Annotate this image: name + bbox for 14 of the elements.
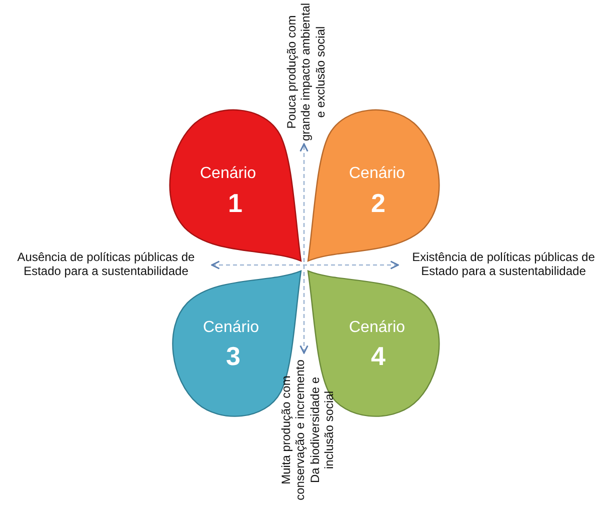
scenario-label: Cenário: [203, 320, 260, 336]
scenario-number: 1: [228, 190, 242, 216]
axis-arrow: [300, 143, 308, 354]
scenario-number: 2: [371, 190, 386, 216]
axis-arrow: [211, 260, 399, 270]
scenario-label: Cenário: [200, 166, 256, 182]
scenario-number: 3: [226, 343, 240, 369]
scenario-number: 4: [371, 343, 386, 369]
axis-label: Pouca produção com grande impacto ambiental e exclusão social: [284, 2, 328, 142]
axis-label: Existência de políticas públicas de Estado para a sustentabilidade: [400, 250, 607, 279]
axis-label: Ausência de políticas públicas de Estado para a sustentabilidade: [2, 250, 210, 279]
axis-label: Muita produção com conservação e incremento Da biodiversidade e inclusão social: [279, 355, 337, 505]
scenario-label: Cenário: [349, 320, 406, 336]
scenario-label: Cenário: [349, 166, 406, 182]
